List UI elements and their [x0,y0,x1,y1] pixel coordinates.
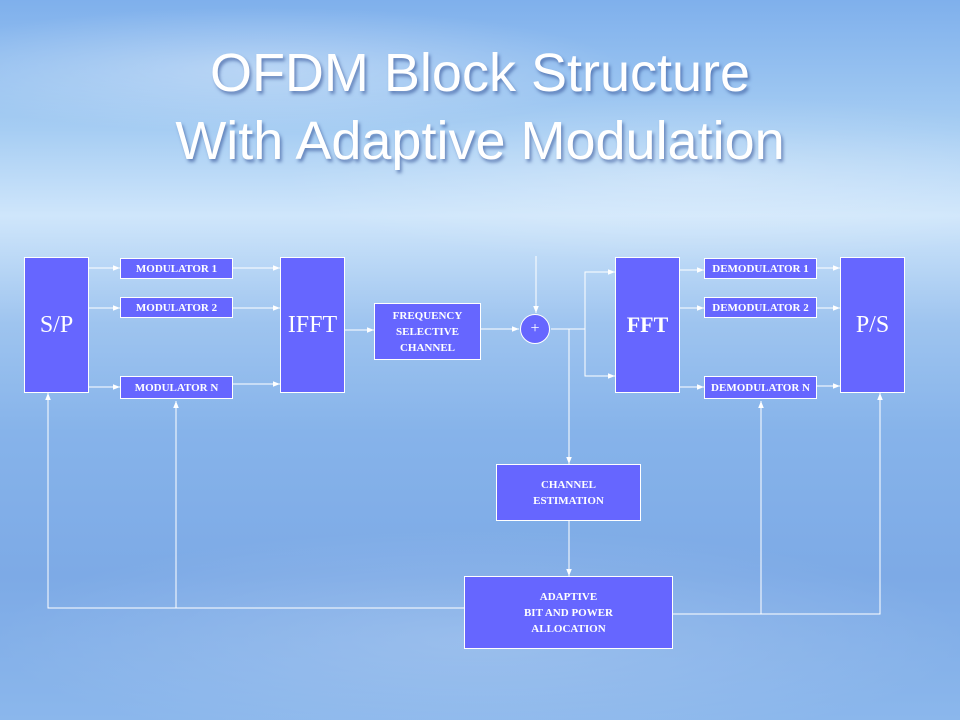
allocation-feedback-to-sp-arrow [45,393,464,609]
demodulator-1-block: DEMODULATOR 1 [704,258,817,279]
sp-block: S/P [24,257,89,393]
adder-to-fft-top-arrow [584,269,615,329]
ifft-block: IFFT [280,257,345,393]
ps-block: P/S [840,257,905,393]
slide-title-line-2: With Adaptive Modulation [175,111,785,171]
fft-block: FFT [615,257,680,393]
modulator-2-block: MODULATOR 2 [120,297,233,318]
adder-to-fft-bottom-arrow [584,329,615,379]
adaptive-allocation-block: ADAPTIVE BIT AND POWER ALLOCATION [464,576,673,649]
modulator-n-block: MODULATOR N [120,376,233,399]
channel-estimation-block: CHANNEL ESTIMATION [496,464,641,521]
demodulator-2-block: DEMODULATOR 2 [704,297,817,318]
demodulator-n-block: DEMODULATOR N [704,376,817,399]
adder-node: + [520,314,550,344]
slide-title-line-1: OFDM Block Structure [209,43,751,103]
allocation-feedback-to-ps-arrow [673,393,883,615]
modulator-1-block: MODULATOR 1 [120,258,233,279]
frequency-selective-channel-block: FREQUENCY SELECTIVE CHANNEL [374,303,481,360]
